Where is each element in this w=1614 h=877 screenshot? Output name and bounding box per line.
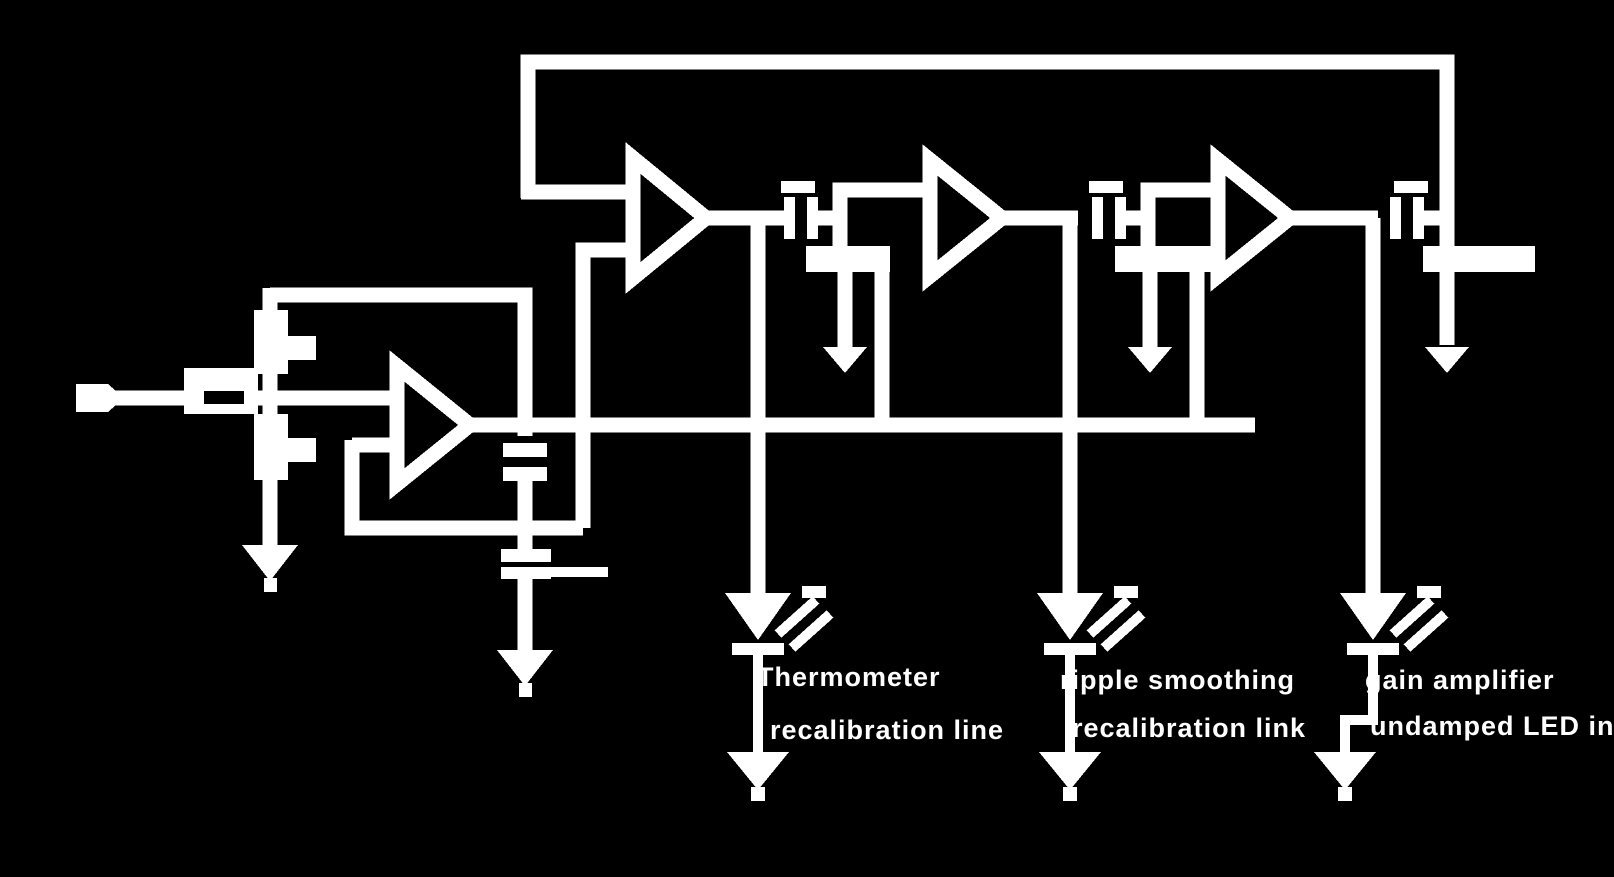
led-cathode-bar [1347, 643, 1399, 655]
led-emission-arrow-1 [1086, 596, 1132, 638]
opamp-triangle-icon [625, 142, 718, 294]
opamp-triangle-icon [1210, 144, 1302, 292]
led-emission-dash [1114, 586, 1138, 598]
led-ground-wire [1340, 655, 1378, 752]
ground-arrow-icon [1039, 752, 1101, 790]
led-emission-dash [1417, 586, 1441, 598]
stage1-to-stage2-wire [832, 182, 930, 246]
led-emission-arrow-1 [1389, 596, 1435, 638]
ground-arrow-tail [264, 578, 277, 592]
led-cathode-bar [732, 643, 784, 655]
capacitor-plate-left [1092, 197, 1103, 239]
resistor-block [1115, 246, 1213, 272]
led-cathode-bar [1044, 643, 1096, 655]
capacitor-plate-right [807, 197, 818, 239]
input-resistor-notch [204, 391, 244, 404]
upper-element-tab [288, 336, 316, 360]
buffer-opamp [344, 350, 608, 697]
resistor-block [1423, 246, 1535, 272]
ground-arrow-tail [1063, 787, 1077, 801]
led-emission-dash [802, 586, 826, 598]
led-3 [1314, 586, 1449, 801]
buffer-feedback-loop-wire [344, 440, 583, 536]
ground-arrow-icon [497, 650, 553, 686]
led-emission-arrow-2 [788, 610, 834, 652]
capacitor-plate-left [1390, 197, 1401, 239]
ground-arrow-icon [242, 545, 298, 581]
capacitor-polarity-tick [781, 181, 815, 193]
led1-label-line1: Thermometer [757, 662, 941, 692]
led-diode-icon [725, 593, 791, 640]
input-divider-branch [242, 287, 533, 592]
led-emission-arrow-2 [1403, 610, 1449, 652]
led2-label-line1: ripple smoothing [1060, 665, 1295, 695]
feedback-capacitor-plate-top [503, 443, 547, 457]
capacitor-polarity-tick [1394, 181, 1428, 193]
stage2 [922, 144, 1218, 597]
ground-arrow-tail [519, 683, 532, 697]
ground-arrow-tail [751, 787, 765, 801]
led3-label-line2: undamped LED in [1370, 711, 1614, 741]
opamp-triangle-icon [922, 144, 1014, 292]
ground-arrow-icon [823, 347, 867, 373]
led-1 [725, 586, 834, 801]
upper-element-block [254, 310, 288, 374]
led-labels: Thermometer recalibration line ripple sm… [757, 662, 1614, 745]
resistor-block [806, 246, 890, 272]
opamp-triangle-icon [389, 350, 482, 500]
shunt-capacitor-plate-top [501, 549, 551, 562]
led-2 [1037, 586, 1146, 801]
stage1 [625, 142, 930, 597]
node-to-buffer-output-wire [270, 287, 533, 436]
led-diode-icon [1037, 593, 1103, 640]
led1-label-line2: recalibration line [770, 715, 1004, 745]
led3-label-line1: gain amplifier [1365, 665, 1555, 695]
input-network [76, 368, 397, 414]
lower-element-tab [288, 438, 316, 462]
ground-arrow-icon [1314, 752, 1376, 790]
feedback-wire-path [520, 54, 1455, 345]
ground-arrow-icon [727, 752, 789, 790]
lower-element-block [254, 414, 288, 480]
capacitor-plate-right [1115, 197, 1126, 239]
stage2-to-stage3-wire [1140, 182, 1218, 246]
opamp1-lower-input-wire [575, 242, 633, 528]
led2-label-line2: recalibration link [1072, 713, 1306, 743]
shunt-capacitor-plate-bottom [501, 567, 551, 579]
led-emission-arrow-2 [1100, 610, 1146, 652]
led-emission-arrow-1 [774, 596, 820, 638]
capacitor-plate-left [784, 197, 795, 239]
capacitor-polarity-tick [1089, 181, 1123, 193]
ground-arrow-icon [1425, 347, 1469, 373]
ground-arrow-icon [1128, 347, 1172, 373]
feedback-capacitor-plate-bottom [503, 467, 547, 481]
led-diode-icon [1340, 593, 1406, 640]
stage3 [1210, 144, 1535, 597]
feedback-wire [520, 54, 1455, 345]
ground-arrow-tail [1338, 787, 1352, 801]
capacitor-plate-right [1413, 197, 1424, 239]
